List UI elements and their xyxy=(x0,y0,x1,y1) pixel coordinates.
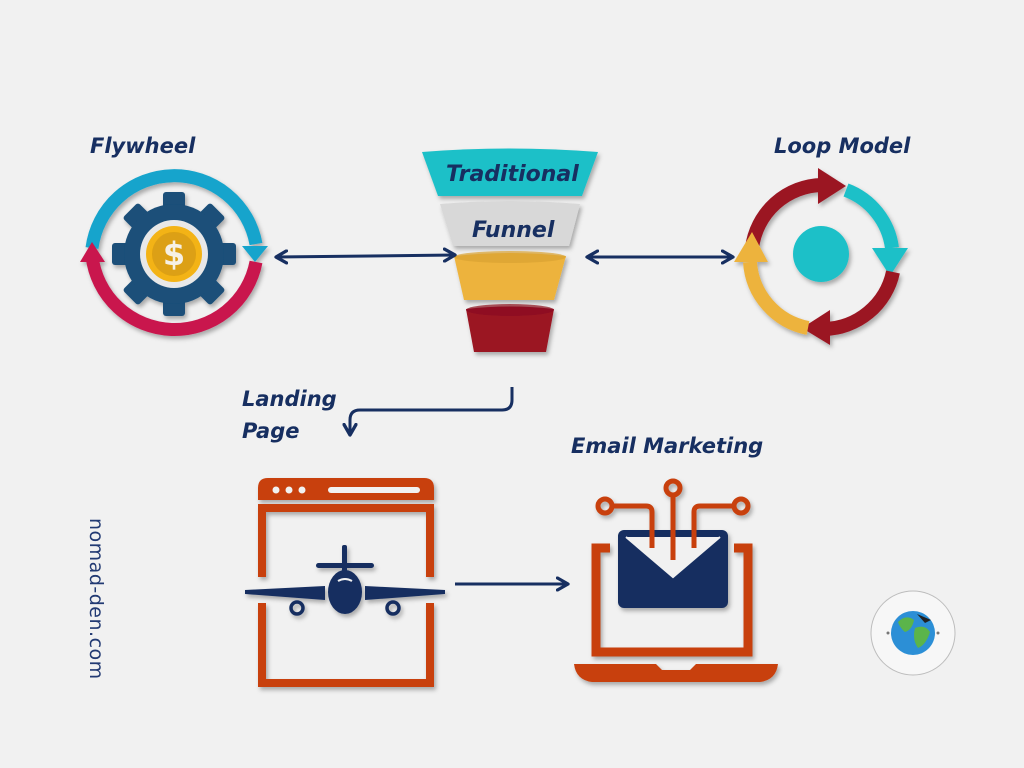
funnel-tier-2 xyxy=(440,201,580,246)
flywheel-label: Flywheel xyxy=(90,134,196,158)
arrow-funnel-landing xyxy=(350,387,514,435)
flywheel-icon: $ xyxy=(80,169,268,336)
arrow-flywheel-funnel xyxy=(276,255,455,257)
gear-icon: $ xyxy=(112,192,236,316)
funnel-label: Funnel xyxy=(472,218,555,243)
loop-arrowhead-red-top xyxy=(818,168,846,204)
email-marketing-label: Email Marketing xyxy=(571,434,764,458)
browser-icon xyxy=(258,478,434,687)
flywheel-pink-arrowhead xyxy=(80,242,105,262)
landing-page-label-line2: Page xyxy=(242,419,300,443)
loop-icon xyxy=(734,168,908,345)
funnel-tier-3 xyxy=(454,253,566,300)
funnel-icon xyxy=(422,148,598,352)
funnel-tier-4 xyxy=(466,306,554,352)
laptop-email-icon xyxy=(574,478,778,682)
loop-center-dot xyxy=(793,226,849,282)
flywheel-blue-arrowhead xyxy=(242,246,268,262)
landing-page-label-line1: Landing xyxy=(242,387,337,411)
flywheel-blue-arc xyxy=(85,169,263,249)
dollar-sign-icon: $ xyxy=(163,235,185,273)
watermark-site: nomad-den.com xyxy=(85,518,107,680)
funnel-tier-1 xyxy=(422,148,598,196)
loop-arrowhead-red-bottom xyxy=(802,310,830,345)
loop-arrowhead-gold xyxy=(734,232,768,262)
loop-arrowhead-teal xyxy=(872,248,908,276)
airplane-icon xyxy=(245,545,445,616)
traditional-label: Traditional xyxy=(446,162,579,187)
flywheel-pink-arc xyxy=(85,255,263,336)
globe-badge-icon xyxy=(870,590,956,676)
loop-model-label: Loop Model xyxy=(774,134,911,158)
